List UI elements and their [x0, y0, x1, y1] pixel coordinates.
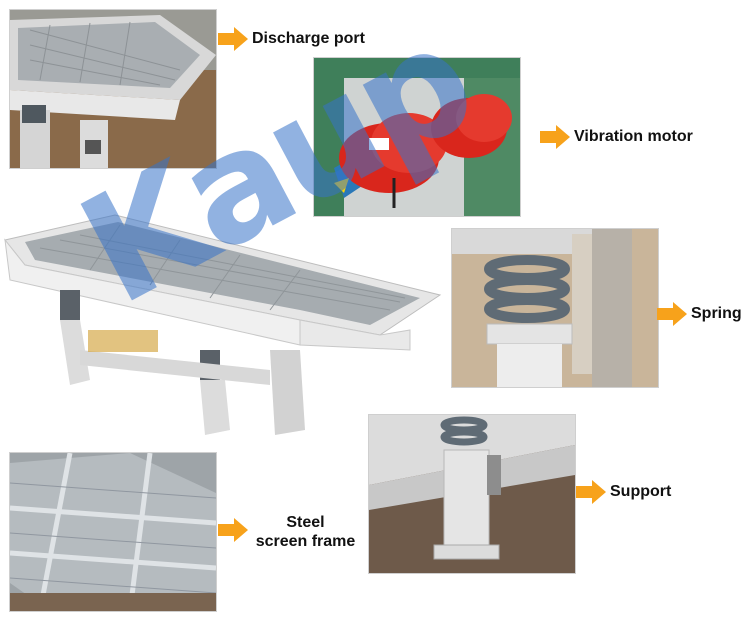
arrow-right-icon — [540, 125, 570, 149]
main-machine-image — [0, 210, 445, 440]
steel-frame-text-line1: Steel — [286, 514, 325, 531]
support-text: Support — [610, 483, 672, 500]
support-photo — [368, 414, 576, 574]
arrow-right-icon — [218, 27, 248, 51]
support-label: Support — [576, 480, 671, 504]
vibration-motor-photo — [313, 57, 521, 217]
discharge-port-text: Discharge port — [252, 30, 365, 47]
discharge-port-label: Discharge port — [218, 27, 365, 51]
steel-frame-arrow — [218, 518, 252, 542]
steel-frame-image — [10, 453, 216, 611]
arrow-right-icon — [218, 518, 248, 542]
arrow-right-icon — [657, 302, 687, 326]
steel-frame-photo — [9, 452, 217, 612]
arrow-right-icon — [576, 480, 606, 504]
vibration-motor-text: Vibration motor — [574, 128, 693, 145]
support-image — [369, 415, 575, 573]
spring-label: Spring — [657, 302, 742, 326]
steel-frame-text-line2: screen frame — [255, 533, 356, 550]
discharge-port-image — [10, 10, 216, 168]
spring-text: Spring — [691, 305, 742, 322]
spring-image — [452, 229, 658, 387]
steel-frame-label: Steel screen frame — [248, 513, 363, 551]
vibration-motor-image — [314, 58, 520, 216]
spring-photo — [451, 228, 659, 388]
discharge-port-photo — [9, 9, 217, 169]
vibration-motor-label: Vibration motor — [540, 125, 693, 149]
